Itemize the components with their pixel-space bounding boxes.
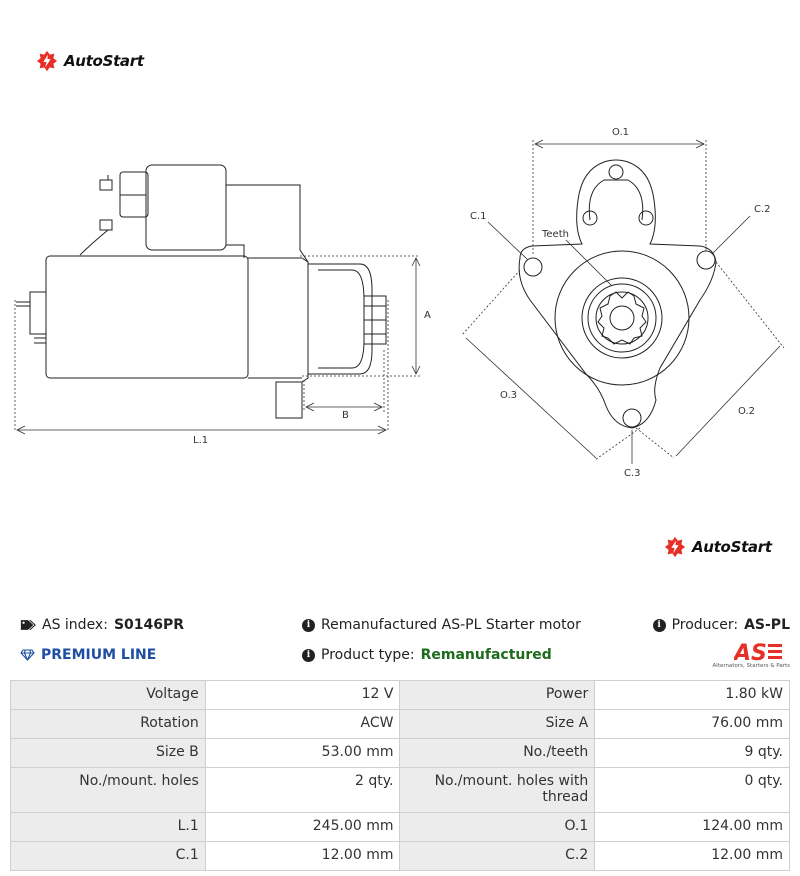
autostart-logo: AutoStart xyxy=(36,50,144,72)
spec-value: 9 qty. xyxy=(594,738,790,768)
side-dimensions xyxy=(14,255,420,432)
spec-label: Size B xyxy=(10,738,206,768)
autostart-logo-icon xyxy=(664,536,686,558)
as-pl-logo-icon: AS xyxy=(734,641,782,662)
spec-label: No./mount. holes xyxy=(10,767,206,813)
spec-label: No./mount. holes with thread xyxy=(399,767,596,813)
dim-label-c2: C.2 xyxy=(754,204,771,215)
description-text: Remanufactured AS-PL Starter motor xyxy=(321,617,581,633)
spec-value: 12 V xyxy=(204,680,401,710)
autostart-logo-icon xyxy=(36,50,58,72)
spec-label: C.1 xyxy=(10,841,206,871)
brand-name: AutoStart xyxy=(692,538,772,556)
spec-value: 1.80 kW xyxy=(594,680,790,710)
dim-label-l1: L.1 xyxy=(193,435,208,446)
dim-label-o3: O.3 xyxy=(500,390,517,401)
spec-value: 2 qty. xyxy=(204,767,401,813)
spec-label: Power xyxy=(399,680,596,710)
premium-line-label: PREMIUM LINE xyxy=(41,647,157,663)
side-view xyxy=(16,164,387,419)
product-type: i Product type: Remanufactured xyxy=(302,647,552,663)
producer: i Producer: AS-PL xyxy=(652,617,790,633)
starter-technical-drawing: A B L.1 O.1 O.3 O.2 C.1 C.2 C.3 Teeth xyxy=(14,127,785,479)
as-index-value: S0146PR xyxy=(113,617,185,633)
spec-value: 12.00 mm xyxy=(594,841,790,871)
tag-icon xyxy=(20,619,36,631)
dim-label-o1: O.1 xyxy=(612,127,629,138)
premium-line: PREMIUM LINE xyxy=(20,647,156,663)
dim-label-b: B xyxy=(342,410,349,421)
front-view xyxy=(518,159,717,429)
spec-value: 53.00 mm xyxy=(204,738,401,768)
spec-value: 245.00 mm xyxy=(204,812,401,842)
spec-label: C.2 xyxy=(399,841,596,871)
dim-label-a: A xyxy=(424,310,431,321)
as-pl-logo: AS Alternators, Starters & Parts xyxy=(712,640,790,670)
spec-value: ACW xyxy=(204,709,401,739)
as-pl-slogan: Alternators, Starters & Parts xyxy=(712,663,790,669)
spec-label: L.1 xyxy=(10,812,206,842)
spec-label: O.1 xyxy=(399,812,596,842)
dim-label-c1: C.1 xyxy=(470,211,487,222)
product-type-label: Product type: xyxy=(321,647,415,663)
producer-value: AS-PL xyxy=(744,617,790,633)
as-index-label: AS index: xyxy=(42,617,108,633)
as-index: AS index: S0146PR xyxy=(20,617,184,633)
description: i Remanufactured AS-PL Starter motor xyxy=(302,617,581,633)
spec-value: 0 qty. xyxy=(594,767,790,813)
spec-value: 76.00 mm xyxy=(594,709,790,739)
spec-label: Voltage xyxy=(10,680,206,710)
spec-label: No./teeth xyxy=(399,738,596,768)
producer-label: Producer: xyxy=(671,617,739,633)
info-icon: i xyxy=(302,618,315,632)
info-icon: i xyxy=(302,648,315,662)
spec-label: Rotation xyxy=(10,709,206,739)
brand-name: AutoStart xyxy=(64,52,144,70)
spec-value: 124.00 mm xyxy=(594,812,790,842)
dim-label-teeth: Teeth xyxy=(541,229,569,240)
dim-label-o2: O.2 xyxy=(738,406,755,417)
as-pl-logo-text: AS xyxy=(734,641,767,662)
autostart-logo-footer: AutoStart xyxy=(664,536,772,558)
spec-value: 12.00 mm xyxy=(204,841,401,871)
spec-label: Size A xyxy=(399,709,596,739)
dim-label-c3: C.3 xyxy=(624,468,641,479)
diamond-icon xyxy=(20,649,35,661)
info-icon: i xyxy=(652,618,666,632)
product-type-value: Remanufactured xyxy=(420,647,552,663)
